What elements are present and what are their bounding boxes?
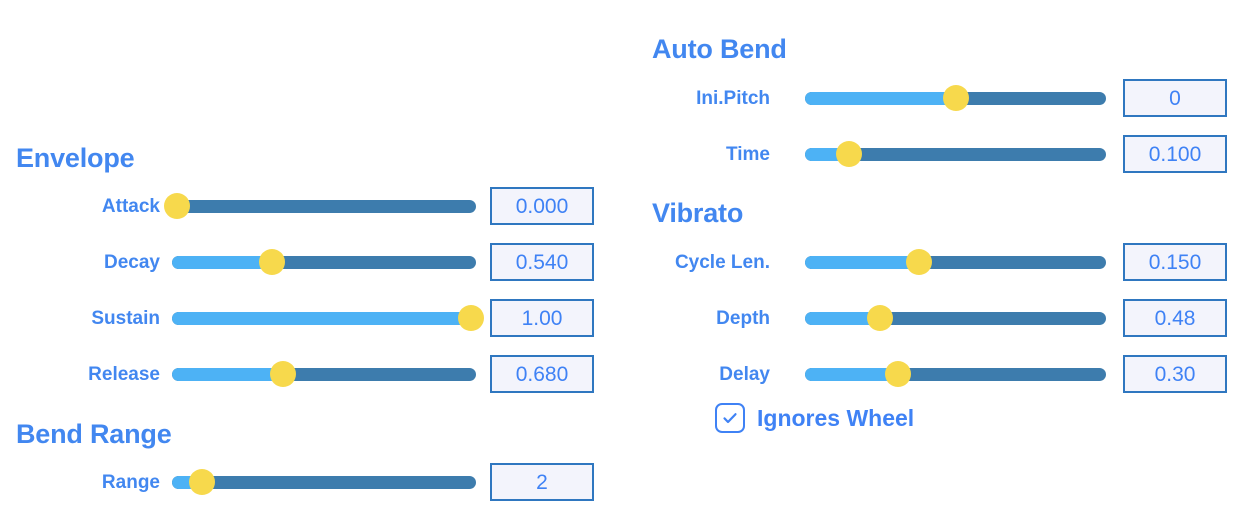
slider-range[interactable] [172,463,476,501]
slider-thumb-release[interactable] [269,361,296,387]
checkbox-label-ignores-wheel: Ignores Wheel [757,404,915,431]
section-title-bend-range: Bend Range [16,419,172,449]
slider-track-decay[interactable] [172,255,476,269]
slider-row-depth[interactable]: Depth 0.48 [620,299,1227,337]
slider-fill-depth [805,311,881,325]
slider-attack[interactable] [163,187,476,225]
slider-thumb-time[interactable] [835,141,862,167]
slider-fill-delay [805,367,899,381]
slider-fill-ini-pitch [805,91,956,105]
slider-depth[interactable] [805,299,1106,337]
slider-label-time: Time [725,143,770,165]
slider-track-cycle-len[interactable] [805,255,1106,269]
slider-thumb-sustain[interactable] [458,305,485,331]
slider-label-delay: Delay [719,363,770,385]
slider-thumb-depth[interactable] [867,305,894,331]
slider-label-sustain: Sustain [91,307,160,329]
slider-delay[interactable] [805,355,1106,393]
slider-track-attack[interactable] [172,199,476,213]
left-panel: Envelope Attack 0.000 Decay 0.540 Sustai… [0,0,620,532]
value-box-decay[interactable]: 0.540 [490,243,594,281]
value-box-time[interactable]: 0.100 [1123,135,1227,173]
slider-thumb-range[interactable] [189,469,216,495]
value-box-release[interactable]: 0.680 [490,355,594,393]
slider-label-depth: Depth [716,307,770,329]
value-box-ini-pitch[interactable]: 0 [1123,79,1227,117]
checkbox-ignores-wheel[interactable] [715,403,745,433]
value-box-attack[interactable]: 0.000 [490,187,594,225]
slider-row-delay[interactable]: Delay 0.30 [620,355,1227,393]
value-box-cycle-len[interactable]: 0.150 [1123,243,1227,281]
slider-thumb-delay[interactable] [885,361,912,387]
slider-thumb-attack[interactable] [163,193,190,219]
slider-row-decay[interactable]: Decay 0.540 [0,243,594,281]
value-box-depth[interactable]: 0.48 [1123,299,1227,337]
slider-label-cycle-len: Cycle Len. [674,251,770,273]
slider-thumb-decay[interactable] [259,249,286,275]
slider-track-range[interactable] [172,475,476,489]
check-icon [723,413,737,424]
slider-ini-pitch[interactable] [805,79,1106,117]
slider-release[interactable] [172,355,476,393]
slider-decay[interactable] [172,243,476,281]
slider-label-release: Release [88,363,160,385]
slider-fill-cycle-len [805,255,920,269]
slider-label-attack: Attack [101,195,160,217]
slider-label-ini-pitch: Ini.Pitch [696,87,770,109]
slider-track-release[interactable] [172,367,476,381]
slider-track-depth[interactable] [805,311,1106,325]
value-box-delay[interactable]: 0.30 [1123,355,1227,393]
slider-track-delay[interactable] [805,367,1106,381]
slider-thumb-ini-pitch[interactable] [942,85,969,111]
section-title-auto-bend: Auto Bend [652,34,787,64]
value-box-range[interactable]: 2 [490,463,594,501]
slider-track-sustain[interactable] [172,311,476,325]
slider-time[interactable] [805,135,1106,173]
slider-fill-decay [172,255,273,269]
slider-row-attack[interactable]: Attack 0.000 [0,187,594,225]
section-title-vibrato: Vibrato [652,198,744,228]
section-title-envelope: Envelope [16,143,135,173]
slider-sustain[interactable] [172,299,485,337]
slider-row-release[interactable]: Release 0.680 [0,355,594,393]
slider-row-ini-pitch[interactable]: Ini.Pitch 0 [620,79,1227,117]
slider-fill-sustain [172,311,476,325]
right-panel: Auto Bend Ini.Pitch 0 Time 0.100 Vibrato… [620,0,1254,532]
checkbox-row-ignores-wheel[interactable]: Ignores Wheel [715,403,914,433]
slider-row-range[interactable]: Range 2 [0,463,594,501]
slider-row-time[interactable]: Time 0.100 [620,135,1227,173]
slider-cycle-len[interactable] [805,243,1106,281]
slider-fill-release [172,367,283,381]
slider-thumb-cycle-len[interactable] [906,249,933,275]
slider-label-decay: Decay [104,251,160,273]
slider-label-range: Range [101,471,160,493]
slider-row-cycle-len[interactable]: Cycle Len. 0.150 [620,243,1227,281]
value-box-sustain[interactable]: 1.00 [490,299,594,337]
slider-row-sustain[interactable]: Sustain 1.00 [0,299,594,337]
